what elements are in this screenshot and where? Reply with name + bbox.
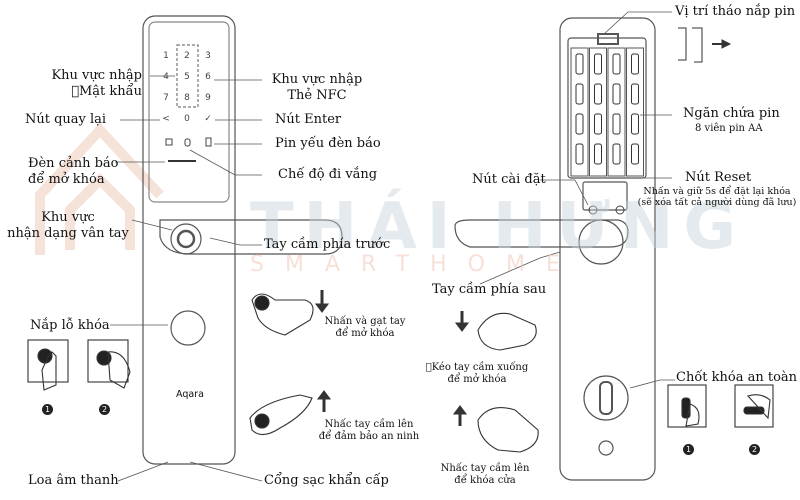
label-away-mode: Chế độ đi vắng: [278, 167, 378, 182]
hand-press-step-2-icon: [87, 339, 131, 389]
keypad-key-3: 4: [163, 72, 169, 82]
keypad-key-4: 5: [184, 72, 190, 82]
battery-cells: [570, 47, 644, 177]
battery-cell-icon: [575, 113, 584, 135]
label-setup-button: Nút cài đặt: [472, 172, 546, 187]
battery-cell-icon: [631, 83, 639, 105]
away-icon: [184, 138, 191, 147]
keypad-key-7: 8: [184, 93, 190, 103]
keypad-key-1: 2: [184, 51, 190, 61]
label-front-handle: Tay cầm phía trước: [264, 237, 391, 252]
label-lift-lock: Nhấc tay cầm lên để khóa cửa: [440, 463, 530, 486]
battery-cell-icon: [631, 113, 639, 135]
keypad-key-11: ✓: [204, 114, 212, 124]
reset-button-icon: [615, 205, 625, 215]
lock-icon: [165, 138, 173, 146]
front-panel: [142, 15, 343, 465]
keypad-status-icons: [165, 137, 212, 147]
label-battery-compartment: Ngăn chứa pin: [683, 106, 780, 121]
label-press-pull: Nhấn và gạt tay để mở khóa: [324, 316, 406, 339]
battery-cell-icon: [594, 113, 602, 135]
back-buttons: [588, 205, 625, 215]
label-battery-spec: 8 viên pin AA: [695, 123, 763, 134]
label-reset-hint: Nhấn và giữ 5s để đặt lại khóa (sẽ xóa t…: [637, 186, 797, 209]
keypad-key-6: 7: [163, 93, 169, 103]
label-low-battery: Pin yếu đèn báo: [275, 136, 381, 151]
battery-cell-icon: [612, 113, 621, 135]
battery-cell-icon: [575, 83, 584, 105]
watermark-house-icon: [35, 122, 164, 255]
latch-step-badge-2: 2: [749, 444, 760, 455]
keypad: 1 2 3 4 5 6 7 8 9 <0 ✓: [162, 51, 212, 124]
battery-cell-icon: [612, 83, 621, 105]
label-speaker: Loa âm thanh: [28, 473, 119, 488]
battery-cell-icon: [612, 53, 621, 75]
watermark-brand: THÁI HƯNG: [250, 190, 746, 264]
hand-lift-handle-icon: [249, 390, 332, 436]
hand-pull-down-icon: [454, 311, 537, 351]
label-back-handle: Tay cầm phía sau: [432, 282, 547, 297]
battery-cell-icon: [612, 143, 621, 165]
label-back-key: Nút quay lại: [25, 112, 107, 127]
hand-press-step-1-icon: [27, 339, 69, 391]
label-nfc-area: Khu vực nhập Thẻ NFC: [271, 72, 363, 103]
keypad-key-5: 6: [205, 72, 211, 82]
battery-icon: [205, 137, 212, 147]
step-badge-1: 1: [42, 404, 53, 415]
keypad-key-0: 1: [163, 51, 169, 61]
watermark-tagline: SMARTHOME: [250, 252, 581, 277]
hand-lift-up-icon: [452, 405, 539, 453]
label-reset-button: Nút Reset: [685, 170, 752, 185]
battery-slot: [626, 47, 644, 177]
latch-hand-step-1-icon: [667, 384, 707, 428]
battery-cell-icon: [594, 83, 602, 105]
label-emergency-port: Cổng sạc khẩn cấp: [264, 473, 389, 488]
label-password-area: Khu vực nhập  Mật khẩu: [51, 68, 142, 99]
battery-cell-icon: [594, 53, 602, 75]
brand-logo-text: Aqara: [176, 389, 204, 400]
back-leader-lines: [479, 11, 675, 389]
battery-cell-icon: [575, 53, 584, 75]
battery-slot: [589, 47, 607, 177]
label-lift-handle: Nhấc tay cầm lên để đảm bảo an ninh: [318, 419, 420, 442]
latch-hand-step-2-icon: [734, 384, 774, 428]
latch-step-badge-1: 1: [683, 444, 694, 455]
battery-cover-removal-icon: [678, 27, 732, 63]
front-leader-lines: [110, 75, 263, 482]
keypad-key-2: 3: [205, 51, 211, 61]
label-fingerprint: Khu vực nhận dạng vân tay: [7, 210, 129, 241]
step-badge-2: 2: [99, 404, 110, 415]
battery-cell-icon: [631, 143, 639, 165]
label-safety-latch: Chốt khóa an toàn: [676, 370, 798, 385]
battery-slot: [607, 47, 626, 177]
label-battery-cover: Vị trí tháo nắp pin: [675, 4, 796, 19]
battery-cell-icon: [631, 53, 639, 75]
keypad-key-10: 0: [184, 114, 190, 124]
label-keyhole-cover: Nắp lỗ khóa: [30, 318, 110, 333]
keypad-key-9: <: [162, 114, 170, 124]
setup-button-icon: [588, 205, 598, 215]
keypad-key-8: 9: [205, 93, 211, 103]
battery-cell-icon: [575, 143, 584, 165]
hand-press-handle-icon: [251, 290, 330, 336]
label-unlock-alert: Đèn cảnh báo để mở khóa: [28, 156, 119, 187]
battery-slot: [570, 47, 589, 177]
battery-cell-icon: [594, 143, 602, 165]
back-panel: [454, 17, 656, 481]
label-pull-down:  Kéo tay cầm xuống để mở khóa: [425, 362, 529, 385]
label-enter-key: Nút Enter: [275, 112, 342, 127]
